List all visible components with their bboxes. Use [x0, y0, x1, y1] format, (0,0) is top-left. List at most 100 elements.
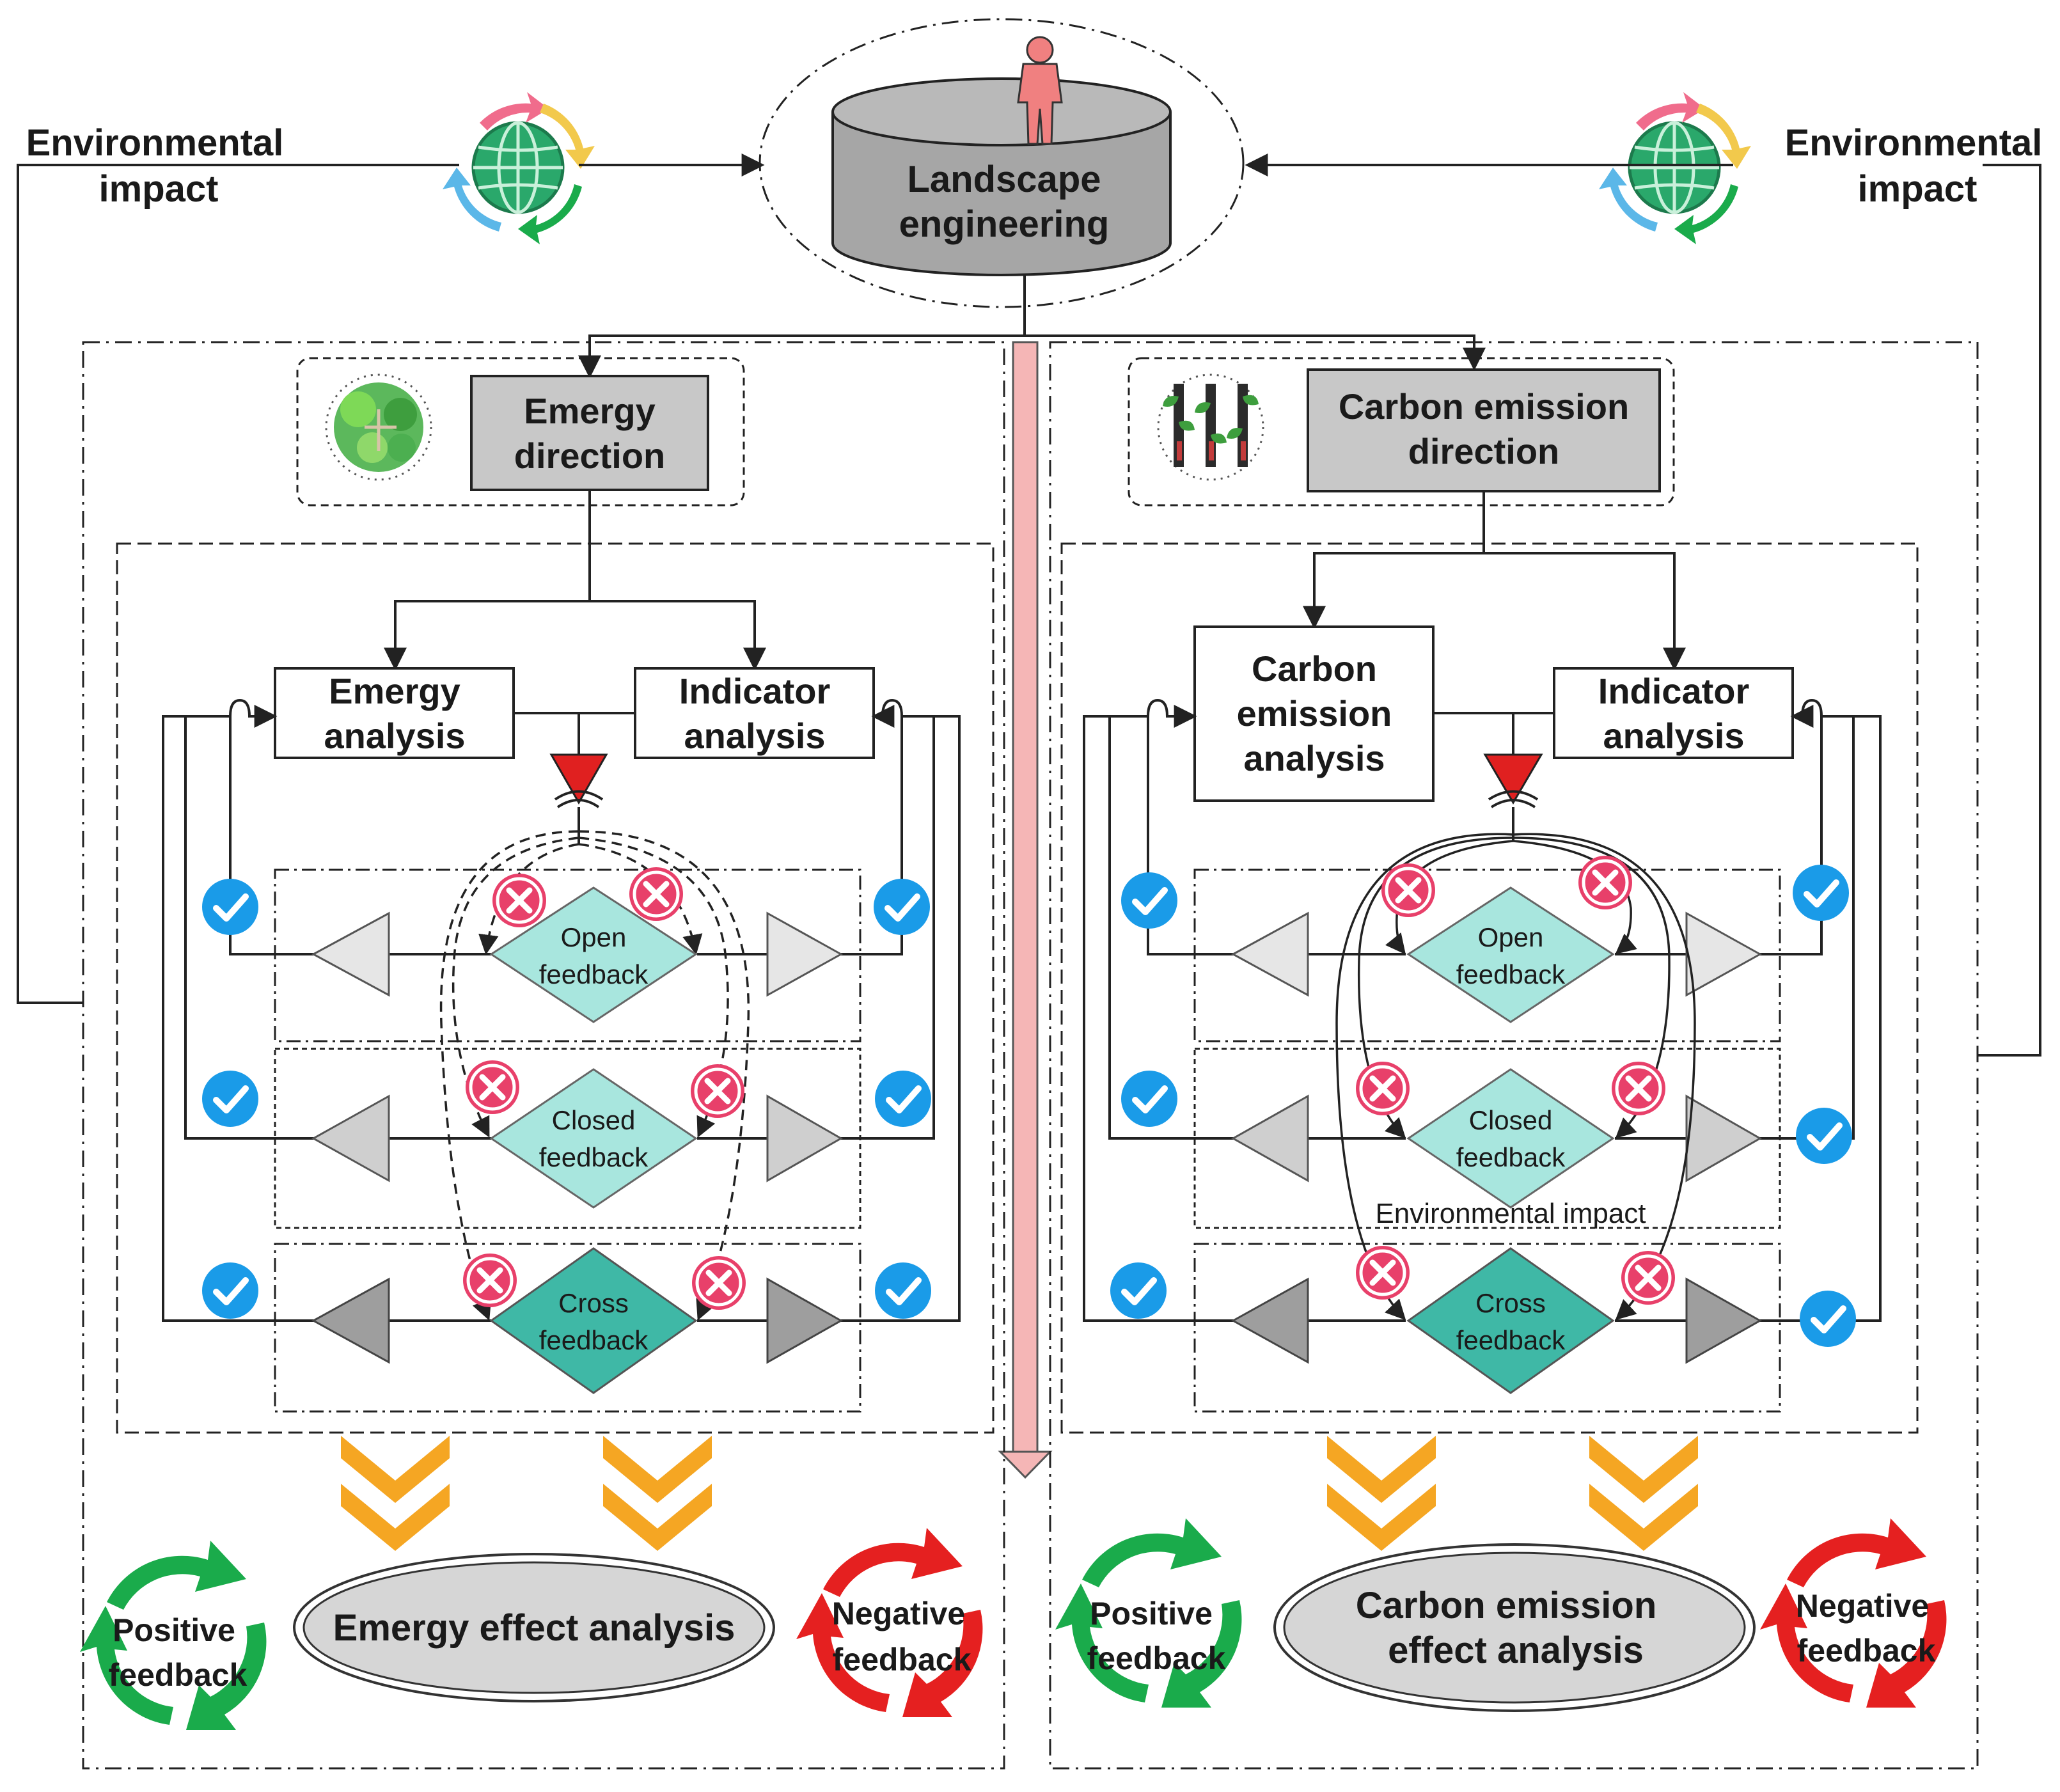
right-negative-line1: Negative — [1796, 1588, 1929, 1624]
check-icon — [1121, 872, 1177, 929]
landscape-title-line1: Landscape — [908, 159, 1101, 200]
right-env-note: Environmental impact — [1375, 1198, 1646, 1229]
chevron-down-icon — [1589, 1436, 1698, 1503]
right-negative-line2: feedback — [1797, 1633, 1936, 1669]
emergy-direction-line1: Emergy — [524, 391, 655, 431]
env-right-line1: Environmental — [1785, 122, 2043, 164]
check-icon — [1796, 1108, 1852, 1164]
right-positive-line2: feedback — [1087, 1640, 1226, 1676]
right-positive-line1: Positive — [1090, 1596, 1213, 1631]
carbon-effect-ellipse — [1283, 1552, 1746, 1704]
check-icon — [202, 1262, 258, 1319]
indicator-analysis-box-left — [634, 667, 875, 759]
carbon-header-group — [1128, 357, 1675, 507]
left-open-tri-l — [311, 911, 390, 997]
left-closed-diamond — [489, 1068, 698, 1209]
left-split-lines — [384, 490, 766, 671]
cross-icon — [629, 867, 683, 921]
right-closed-diamond — [1406, 1068, 1615, 1209]
indicator-analysis-left-line1: Indicator — [679, 671, 830, 711]
left-positive-line2: feedback — [109, 1657, 248, 1693]
right-cross-line2: feedback — [1456, 1325, 1566, 1355]
landscape-cylinder — [831, 77, 1172, 276]
right-closed-tri-l — [1230, 1094, 1309, 1183]
right-split-lines — [1303, 491, 1686, 671]
right-outer-panel — [1049, 341, 1979, 1770]
cross-icon — [1612, 1062, 1665, 1115]
env-left-line1: Environmental — [26, 122, 284, 164]
carbon-direction-line2: direction — [1408, 431, 1559, 471]
globe-recycle-icon-left — [443, 92, 595, 244]
left-merge-funnel — [514, 712, 635, 844]
right-cross-tri-r — [1685, 1277, 1763, 1364]
center-down-arrow — [998, 341, 1053, 1479]
left-positive-line1: Positive — [113, 1612, 235, 1648]
indicator-analysis-right-line1: Indicator — [1598, 671, 1749, 711]
left-loop-lines — [162, 698, 961, 1322]
env-connectors — [17, 153, 2041, 1057]
right-open-diamond — [1406, 886, 1615, 1023]
carbon-direction-box — [1307, 368, 1661, 492]
plant-icon — [1157, 373, 1264, 481]
emergy-direction-box — [470, 375, 709, 491]
chevron-down-icon — [603, 1436, 712, 1503]
right-closed-row — [1193, 1048, 1781, 1229]
check-icon — [874, 879, 930, 935]
left-cross-line1: Cross — [558, 1288, 629, 1318]
left-closed-line2: feedback — [539, 1142, 649, 1172]
chevron-down-icon — [1327, 1436, 1436, 1503]
cross-icon — [692, 1256, 746, 1310]
left-negative-line2: feedback — [833, 1642, 971, 1678]
carbon-analysis-line3: analysis — [1243, 738, 1385, 778]
tree-icon — [325, 373, 432, 481]
globe-recycle-icon-right — [1599, 92, 1751, 244]
carbon-effect-ellipse-outer — [1273, 1543, 1756, 1712]
left-cross-diamond — [489, 1247, 698, 1394]
right-open-tri-r — [1685, 911, 1763, 997]
right-cross-tri-l — [1230, 1277, 1309, 1364]
check-icon — [1121, 1071, 1177, 1127]
check-icon — [1793, 865, 1849, 921]
left-closed-row — [274, 1048, 861, 1229]
left-open-line2: feedback — [539, 959, 649, 989]
cross-icon — [1621, 1251, 1675, 1305]
right-open-line2: feedback — [1456, 959, 1566, 989]
cross-icon — [1356, 1062, 1410, 1115]
cross-icon — [1578, 856, 1632, 909]
emergy-analysis-line2: analysis — [324, 716, 465, 756]
right-closed-line1: Closed — [1469, 1105, 1553, 1135]
cross-icon — [466, 1060, 519, 1114]
cross-icon — [691, 1064, 744, 1118]
right-inner-panel — [1060, 542, 1919, 1434]
person-icon — [1017, 36, 1063, 145]
emergy-direction-line2: direction — [514, 436, 665, 476]
check-icon — [875, 1071, 931, 1127]
right-open-line1: Open — [1478, 922, 1544, 952]
env-right-line2: impact — [1858, 168, 1977, 210]
cross-icon — [492, 874, 546, 927]
carbon-analysis-line2: emission — [1237, 693, 1392, 734]
cross-icon — [1356, 1246, 1410, 1300]
emergy-effect-ellipse-outer — [293, 1553, 775, 1702]
env-left-line2: impact — [99, 168, 219, 210]
chevron-down-icon — [341, 1436, 450, 1503]
indicator-analysis-right-line2: analysis — [1603, 716, 1744, 756]
left-negative-line1: Negative — [832, 1596, 965, 1631]
left-closed-tri-l — [311, 1094, 390, 1183]
left-closed-tri-r — [766, 1094, 844, 1183]
check-icon — [202, 1071, 258, 1127]
carbon-effect-line1: Carbon emission — [1356, 1585, 1657, 1626]
cross-icon — [1381, 863, 1435, 917]
left-cross-tri-l — [311, 1277, 390, 1364]
emergy-effect-label: Emergy effect analysis — [333, 1607, 735, 1649]
right-closed-tri-r — [1685, 1094, 1763, 1183]
carbon-effect-line2: effect analysis — [1388, 1630, 1644, 1671]
right-open-tri-l — [1230, 911, 1309, 997]
carbon-direction-line1: Carbon emission — [1339, 386, 1629, 427]
right-open-row — [1193, 868, 1781, 1042]
check-icon — [202, 879, 258, 935]
check-icon — [1110, 1262, 1167, 1319]
right-merge-funnel — [1433, 712, 1554, 841]
left-open-line1: Open — [561, 922, 627, 952]
